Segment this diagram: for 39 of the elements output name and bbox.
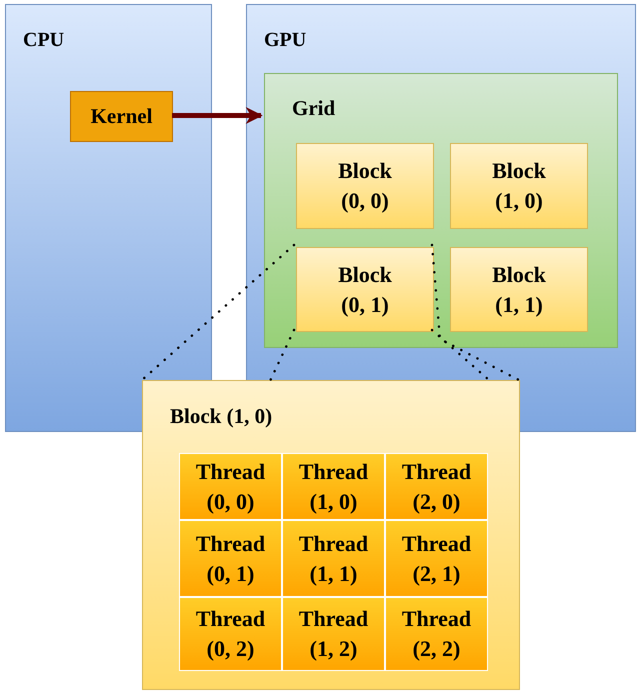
box-label: Kernel	[90, 103, 152, 130]
thread-cell	[385, 597, 488, 671]
dotted-line	[430, 328, 490, 382]
thread-cell	[385, 520, 488, 597]
box-label: Thread (2, 1)	[400, 530, 472, 588]
box-label: Block (0, 0)	[337, 157, 393, 215]
panel-title: Block (1, 0)	[170, 404, 272, 429]
block-box	[450, 247, 588, 332]
box-label: Thread (0, 1)	[194, 530, 266, 588]
panel-title: GPU	[264, 29, 306, 52]
grid-panel	[264, 73, 618, 348]
thread-cell	[282, 453, 385, 520]
dotted-line	[430, 244, 520, 382]
panel-title: Grid	[292, 96, 336, 121]
box-label: Thread (1, 2)	[298, 605, 370, 663]
box-label: Thread (0, 2)	[194, 605, 266, 663]
thread-cell	[282, 597, 385, 671]
box-label: Thread (1, 1)	[298, 530, 370, 588]
block-box	[296, 247, 434, 332]
box-label: Thread (2, 2)	[400, 605, 472, 663]
block-box	[450, 143, 588, 229]
box-label: Block (0, 1)	[337, 260, 393, 319]
arrow	[172, 107, 263, 124]
box-label: Block (1, 0)	[491, 157, 547, 215]
dotted-line	[140, 244, 296, 382]
dotted-line	[269, 328, 296, 382]
thread-cell	[282, 520, 385, 597]
thread-cell	[385, 453, 488, 520]
kernel-box	[70, 91, 173, 142]
thread-cell	[179, 520, 282, 597]
box-label: Block (1, 1)	[491, 260, 547, 319]
block-panel	[142, 380, 520, 690]
box-label: Thread (1, 0)	[298, 458, 370, 516]
block-box	[296, 143, 434, 229]
box-label: Thread (2, 0)	[400, 458, 472, 516]
thread-cell	[179, 597, 282, 671]
box-label: Thread (0, 0)	[194, 458, 266, 516]
thread-cell	[179, 453, 282, 520]
panel-title: CPU	[23, 29, 64, 52]
